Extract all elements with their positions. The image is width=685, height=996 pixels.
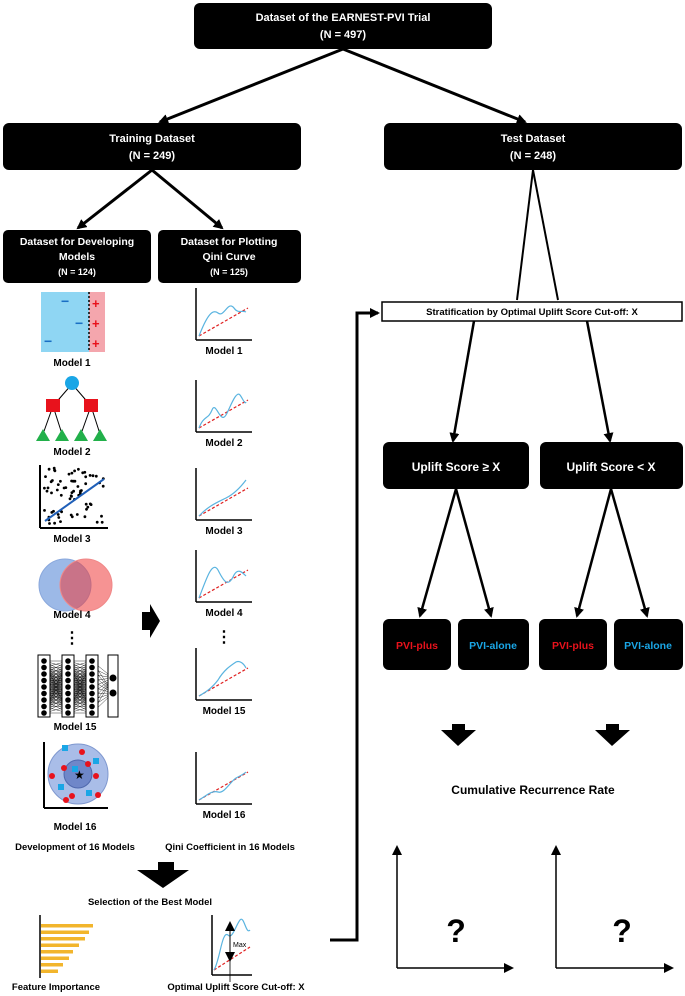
test-n: (N = 248) <box>510 150 556 162</box>
svg-text:★: ★ <box>74 768 85 782</box>
dev-line2: Models <box>59 251 95 263</box>
optimal-cutoff-icon: Max <box>211 915 252 982</box>
development-caption: Development of 16 Models <box>15 842 135 853</box>
down-arrow-right <box>595 724 630 746</box>
training-dataset-box: Training Dataset (N = 249) <box>3 123 301 170</box>
max-label: Max <box>233 942 247 949</box>
pvi-plus-label: PVI-plus <box>396 640 438 652</box>
model15-icon <box>37 654 119 718</box>
model3-icon <box>39 465 108 529</box>
cumulative-label: Cumulative Recurrence Rate <box>451 783 615 797</box>
optimal-cutoff-label: Optimal Uplift Score Cut-off: X <box>167 982 305 993</box>
qini-dataset-box: Dataset for Plotting Qini Curve (N = 125… <box>158 230 301 283</box>
right-model-label: Model 16 <box>203 810 246 821</box>
model4-icon <box>38 558 113 612</box>
svg-text:+: + <box>92 336 100 351</box>
model1-icon: − − − + + + <box>41 292 105 352</box>
model2-icon <box>36 376 107 441</box>
trial-dataset-title: Dataset of the EARNEST-PVI Trial <box>256 12 431 24</box>
feature-importance-icon <box>39 915 93 978</box>
svg-text:+: + <box>92 296 100 311</box>
qini-caption: Qini Coefficient in 16 Models <box>165 842 295 853</box>
right-model-label: Model 2 <box>205 438 243 449</box>
pvi-alone-box-1: PVI-alone <box>458 619 529 670</box>
feature-bar <box>41 930 89 934</box>
left-model-label: Model 15 <box>54 722 97 733</box>
pvi-alone-label: PVI-alone <box>624 640 672 652</box>
left-model-label: Model 2 <box>53 447 91 458</box>
svg-text:−: − <box>44 333 52 349</box>
uplift-ge-label: Uplift Score ≥ X <box>412 460 501 474</box>
stratification-box: Stratification by Optimal Uplift Score C… <box>381 301 683 322</box>
feature-bar <box>41 943 79 947</box>
dev-to-qini-arrow <box>142 604 160 638</box>
feature-bar <box>41 956 69 960</box>
right-ellipsis: ⋮ <box>216 629 232 646</box>
stratification-label: Stratification by Optimal Uplift Score C… <box>426 307 638 318</box>
left-model-label: Model 1 <box>53 358 91 369</box>
right-model-label: Model 3 <box>205 526 243 537</box>
arrow-to-test <box>342 47 527 124</box>
qini-plot: Model 1 <box>195 288 252 357</box>
pvi-plus-box-1: PVI-plus <box>383 619 451 670</box>
svg-text:−: − <box>61 293 69 309</box>
trial-dataset-box: Dataset of the EARNEST-PVI Trial (N = 49… <box>194 3 492 49</box>
selection-caption: Selection of the Best Model <box>88 897 212 908</box>
uplift-ge-box: Uplift Score ≥ X <box>383 442 529 489</box>
selection-down-arrow <box>137 862 189 888</box>
result-plot-left: ? <box>392 845 514 973</box>
left-model-label: Model 3 <box>53 534 91 545</box>
qini-plots: Model 1 Model 2 Model 3 Model 4 Model 15 Mode… <box>195 288 252 821</box>
qini-plot: Model 3 <box>195 468 252 537</box>
arrow-to-dev <box>76 168 153 230</box>
qini-line2: Qini Curve <box>202 251 255 263</box>
test-title: Test Dataset <box>501 133 566 145</box>
qini-plot: Model 15 <box>195 648 252 717</box>
arrow-to-training <box>158 47 344 124</box>
right-model-label: Model 15 <box>203 706 246 717</box>
feature-bar <box>41 950 73 954</box>
test-dataset-box: Test Dataset (N = 248) <box>384 123 682 170</box>
svg-text:−: − <box>75 315 83 331</box>
dev-n: (N = 124) <box>58 267 96 277</box>
feature-importance-label: Feature Importance <box>12 982 100 993</box>
trial-dataset-n: (N = 497) <box>320 29 366 41</box>
dev-line1: Dataset for Developing <box>20 236 134 248</box>
qini-n: (N = 125) <box>210 267 248 277</box>
feature-bar <box>41 937 85 941</box>
uplift-lt-label: Uplift Score < X <box>566 460 655 474</box>
training-n: (N = 249) <box>129 150 175 162</box>
feature-bar <box>41 963 63 967</box>
pvi-alone-label: PVI-alone <box>469 640 517 652</box>
pvi-alone-box-2: PVI-alone <box>614 619 683 670</box>
left-model-label: Model 4 <box>53 610 91 621</box>
feature-bar <box>41 969 58 973</box>
question-mark: ? <box>612 913 632 949</box>
arrow-to-qini <box>151 168 224 230</box>
feature-bar <box>41 924 93 928</box>
cutoff-to-stratification-arrow <box>330 308 380 942</box>
left-model-label: Model 16 <box>54 822 97 833</box>
qini-plot: Model 4 <box>195 550 252 619</box>
result-plot-right: ? <box>551 845 674 973</box>
pvi-plus-box-2: PVI-plus <box>539 619 607 670</box>
right-model-label: Model 4 <box>205 608 243 619</box>
qini-plot: Model 2 <box>195 380 252 449</box>
left-ellipsis: ⋮ <box>64 630 80 647</box>
right-model-label: Model 1 <box>205 346 243 357</box>
training-title: Training Dataset <box>109 133 195 145</box>
dev-dataset-box: Dataset for Developing Models (N = 124) <box>3 230 151 283</box>
model16-icon: ★ <box>43 742 109 809</box>
svg-text:+: + <box>92 316 100 331</box>
pvi-plus-label: PVI-plus <box>552 640 594 652</box>
qini-plot: Model 16 <box>195 752 252 821</box>
qini-line1: Dataset for Plotting <box>181 236 278 248</box>
question-mark: ? <box>446 913 466 949</box>
uplift-lt-box: Uplift Score < X <box>540 442 683 489</box>
down-arrow-left <box>441 724 476 746</box>
